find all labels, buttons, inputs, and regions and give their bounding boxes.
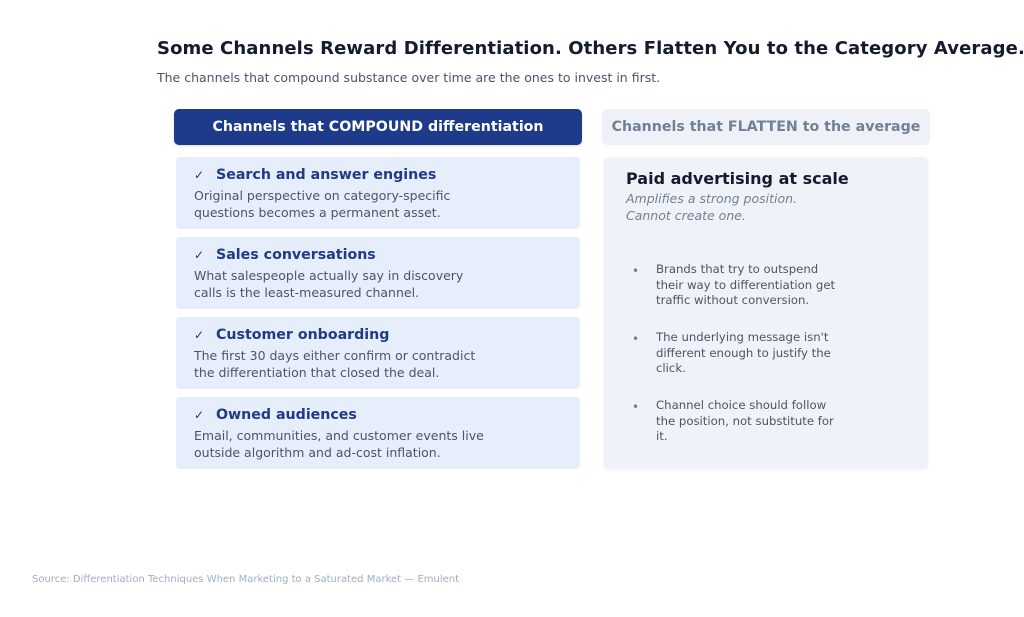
check-icon: ✓ <box>194 168 205 182</box>
channel-description: What salespeople actually say in discove… <box>194 268 464 300</box>
bullet-item: • The underlying message isn't different… <box>632 330 872 377</box>
channel-card-onboarding: ✓ Customer onboarding The first 30 days … <box>176 317 580 389</box>
bullet-icon: • <box>632 332 640 346</box>
channel-title: Customer onboarding <box>216 327 390 343</box>
bullet-item: • Brands that try to outspend their way … <box>632 262 872 309</box>
bullet-item: • Channel choice should follow the posit… <box>632 398 872 445</box>
channel-title: Search and answer engines <box>216 167 437 183</box>
paid-advertising-panel: Paid advertising at scale Amplifies a st… <box>604 157 928 469</box>
channel-description: Original perspective on category-specifi… <box>194 188 451 220</box>
channel-card-search: ✓ Search and answer engines Original per… <box>176 157 580 229</box>
check-icon: ✓ <box>194 328 205 342</box>
bullet-text: The underlying message isn't different e… <box>656 330 831 375</box>
channel-title: Sales conversations <box>216 247 376 263</box>
bullet-text: Brands that try to outspend their way to… <box>656 262 836 307</box>
page-subtitle: The channels that compound substance ove… <box>157 70 661 85</box>
check-icon: ✓ <box>194 408 205 422</box>
channel-description: Email, communities, and customer events … <box>194 428 484 460</box>
channel-card-owned-audiences: ✓ Owned audiences Email, communities, an… <box>176 397 580 469</box>
source-citation: Source: Differentiation Techniques When … <box>32 574 460 585</box>
page-title: Some Channels Reward Differentiation. Ot… <box>157 38 1024 59</box>
bullet-text: Channel choice should follow the positio… <box>656 398 834 443</box>
panel-title: Paid advertising at scale <box>626 169 849 188</box>
channel-card-sales: ✓ Sales conversations What salespeople a… <box>176 237 580 309</box>
panel-subtitle: Amplifies a strong position. Cannot crea… <box>626 191 798 223</box>
check-icon: ✓ <box>194 248 205 262</box>
channel-description: The first 30 days either confirm or cont… <box>194 348 476 380</box>
compound-column-header: Channels that COMPOUND differentiation <box>174 109 582 145</box>
channel-title: Owned audiences <box>216 407 357 423</box>
bullet-icon: • <box>632 264 640 278</box>
bullet-icon: • <box>632 400 640 414</box>
flatten-column-header: Channels that FLATTEN to the average <box>602 109 930 145</box>
